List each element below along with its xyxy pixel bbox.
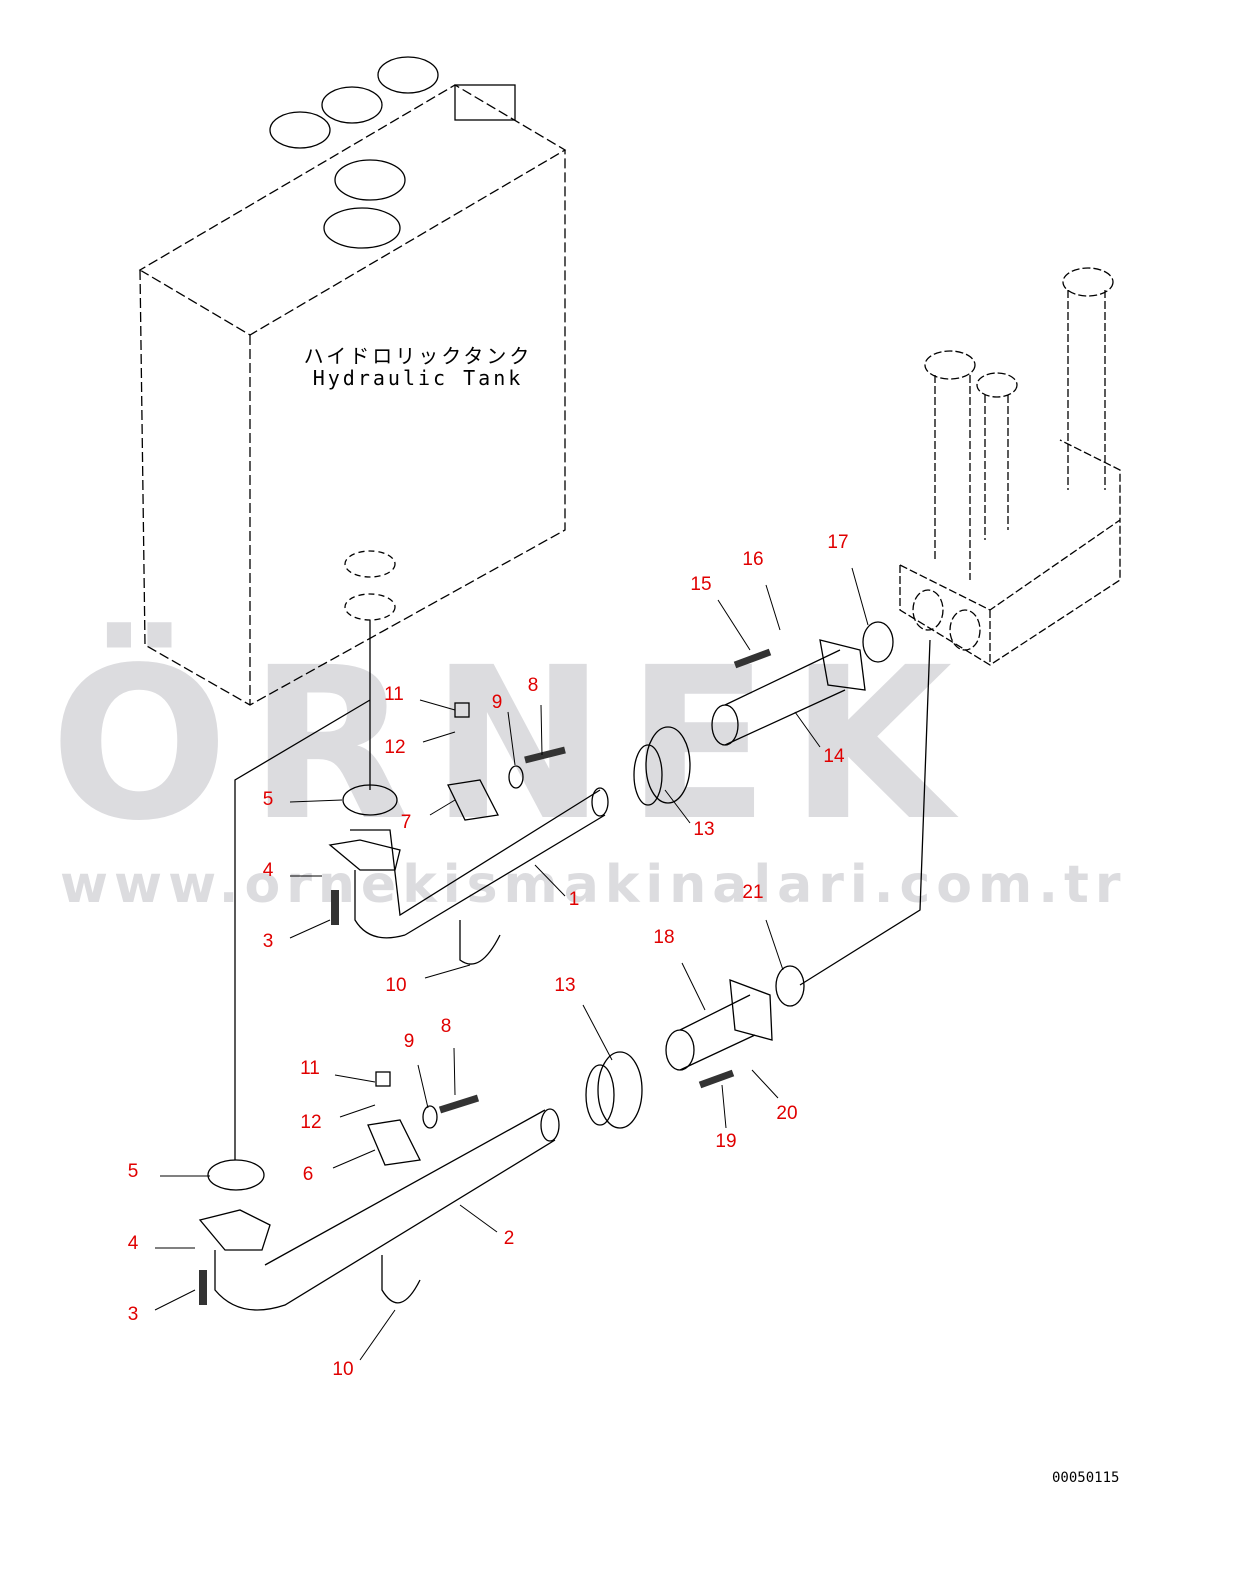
nut xyxy=(454,702,470,718)
callout-10: 10 xyxy=(332,1359,354,1380)
callout-3: 3 xyxy=(262,931,274,952)
pipe-18 xyxy=(665,979,773,1071)
callout-16: 16 xyxy=(742,549,764,570)
clamp xyxy=(381,920,501,1304)
callout-12: 12 xyxy=(300,1112,322,1133)
pipe-14 xyxy=(711,639,866,746)
callout-11: 11 xyxy=(384,684,404,705)
pipe-2 xyxy=(198,1108,560,1311)
callout-1: 1 xyxy=(568,889,580,910)
callout-12: 12 xyxy=(384,737,406,758)
callout-20: 20 xyxy=(776,1103,798,1124)
callout-9: 9 xyxy=(403,1031,415,1052)
callout-8: 8 xyxy=(440,1016,452,1037)
callout-6: 6 xyxy=(302,1164,314,1185)
callout-5: 5 xyxy=(127,1161,139,1182)
washer xyxy=(422,1105,438,1129)
centerline xyxy=(234,620,371,1160)
callout-11: 11 xyxy=(300,1058,320,1079)
callout-5: 5 xyxy=(262,789,274,810)
callout-17: 17 xyxy=(827,532,849,553)
callout-18: 18 xyxy=(653,927,675,948)
callout-14: 14 xyxy=(823,746,845,767)
o-ring xyxy=(862,621,894,663)
callout-21: 21 xyxy=(742,882,764,903)
drawing-code: 00050115 xyxy=(1052,1470,1120,1486)
callout-19: 19 xyxy=(715,1131,737,1152)
callout-4: 4 xyxy=(127,1233,139,1254)
callout-13: 13 xyxy=(554,975,576,996)
pipe-1 xyxy=(328,784,609,939)
callout-4: 4 xyxy=(262,860,274,881)
tank-label-en: Hydraulic Tank xyxy=(312,366,524,390)
watermark-logo: ÖRNEK xyxy=(50,622,973,867)
tank-label-jp: ハイドロリックタンク xyxy=(303,344,533,368)
washer xyxy=(508,765,524,789)
callout-3: 3 xyxy=(127,1304,139,1325)
o-ring-ghost xyxy=(344,550,396,578)
valve-block xyxy=(899,267,1121,666)
coupling xyxy=(645,726,691,804)
callout-10: 10 xyxy=(385,975,407,996)
callout-13: 13 xyxy=(693,819,715,840)
watermark-url: www.ornekismakinalari.com.tr xyxy=(60,855,1127,915)
hydraulic-tank xyxy=(138,84,567,706)
tank-top-components xyxy=(269,56,516,249)
o-ring-ghost xyxy=(344,593,396,621)
bolt xyxy=(438,746,566,1114)
callout-8: 8 xyxy=(527,675,539,696)
centerline xyxy=(799,639,931,986)
nut xyxy=(375,1071,391,1087)
o-ring xyxy=(775,965,805,1007)
coupling xyxy=(597,1051,643,1129)
callout-7: 7 xyxy=(400,812,412,833)
callout-15: 15 xyxy=(690,574,712,595)
callout-9: 9 xyxy=(491,692,503,713)
coupling xyxy=(633,744,663,806)
bolt xyxy=(199,890,339,1305)
callout-2: 2 xyxy=(503,1228,515,1249)
bolt xyxy=(698,648,772,1089)
coupling xyxy=(585,1064,615,1126)
leader-lines xyxy=(154,567,869,1361)
bracket xyxy=(367,779,499,1166)
